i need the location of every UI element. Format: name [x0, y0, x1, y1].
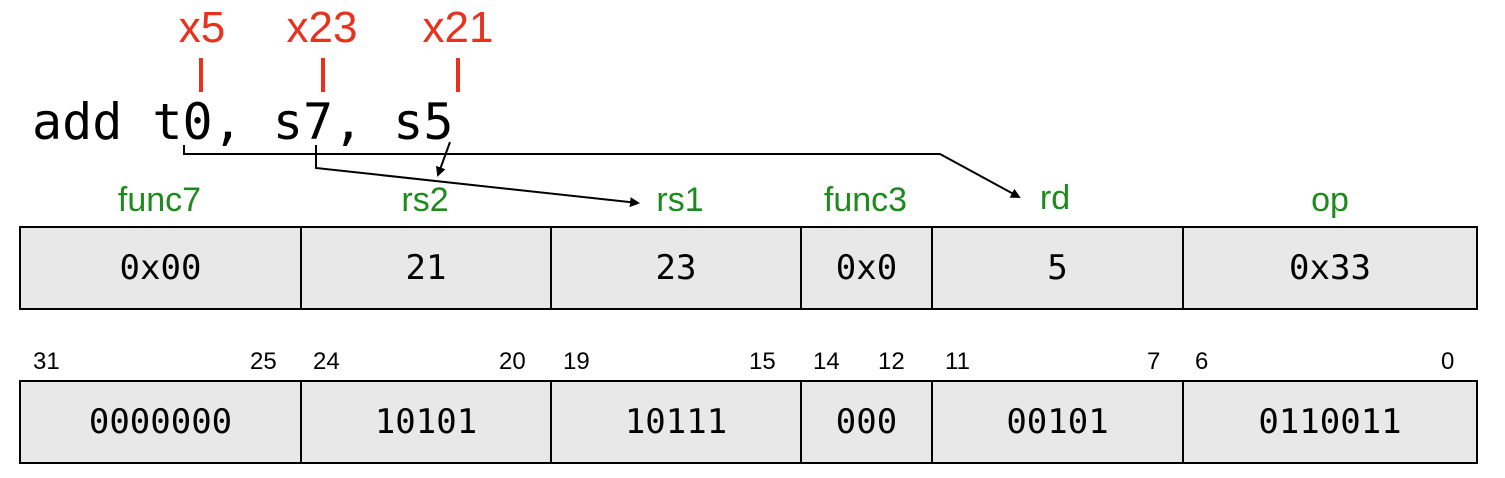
bit-label-rs1-lo: 15	[749, 348, 776, 375]
field-value-row: 0x00 21 23 0x0 5 0x33	[19, 226, 1478, 310]
op-binary-cell: 0110011	[1258, 402, 1402, 442]
instruction-separator: ,	[333, 93, 364, 151]
bit-label-op-hi: 6	[1195, 348, 1209, 375]
bit-label-rs2-hi: 24	[313, 348, 340, 375]
field-name-op: op	[1311, 181, 1349, 219]
assembly-instruction: add t0, s7, s5	[32, 92, 454, 152]
func3-value-cell: 0x0	[802, 228, 933, 308]
field-name-rs2: rs2	[401, 181, 449, 219]
s5-to-rs2-arrow	[436, 141, 451, 177]
field-name-rs1: rs1	[656, 181, 704, 219]
bit-label-op-lo: 0	[1441, 348, 1455, 375]
field-name-func7: func7	[117, 181, 202, 219]
rs1-value-cell: 23	[552, 228, 802, 308]
field-name-func3: func3	[823, 181, 908, 219]
func3-binary-cell: 000	[802, 382, 933, 462]
op-value-cell: 0x33	[1289, 248, 1371, 288]
instruction-rd-operand: t0	[152, 93, 213, 151]
bit-label-rd-lo: 7	[1147, 348, 1161, 375]
func7-value-cell: 0x00	[21, 228, 302, 308]
rd-value-cell: 5	[933, 228, 1184, 308]
field-name-rd: rd	[1039, 179, 1071, 217]
rs2-register-number: x21	[422, 3, 494, 52]
rs2-value-cell: 21	[302, 228, 552, 308]
bit-label-func3-lo: 12	[878, 348, 905, 375]
func7-binary-cell: 0000000	[21, 382, 302, 462]
bit-label-rs1-hi: 19	[563, 348, 590, 375]
rd-register-number: x5	[178, 3, 226, 52]
rs1-binary-cell: 10111	[552, 382, 802, 462]
instruction-rs1-operand: s7	[272, 93, 334, 151]
s7-to-rs1-arrow	[315, 145, 640, 208]
t0-to-rd-arrow	[183, 145, 1021, 198]
rd-binary-cell: 00101	[933, 382, 1184, 462]
binary-encoding-row: 0000000 10101 10111 000 00101 0110011	[19, 380, 1478, 464]
bit-label-func3-hi: 14	[813, 348, 840, 375]
instruction-rs2-operand: s5	[393, 93, 454, 151]
rs1-register-number: x23	[286, 3, 358, 52]
bit-label-func7-lo: 25	[250, 348, 277, 375]
instruction-separator: ,	[212, 93, 243, 151]
instruction-mnemonic: add	[32, 93, 123, 151]
bit-label-rs2-lo: 20	[499, 348, 526, 375]
bit-label-func7-hi: 31	[33, 348, 60, 375]
bit-label-rd-hi: 11	[945, 348, 970, 375]
rs2-binary-cell: 10101	[302, 382, 552, 462]
